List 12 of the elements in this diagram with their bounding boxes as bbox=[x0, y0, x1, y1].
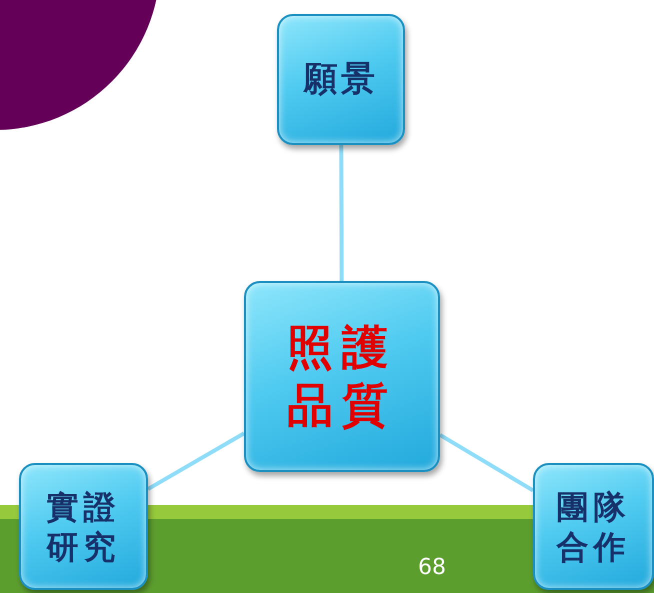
connector-line bbox=[438, 433, 534, 492]
rounded-box bbox=[19, 463, 148, 590]
page-number: 68 bbox=[418, 555, 446, 580]
node-label: 照護品質 bbox=[286, 319, 398, 434]
node-label: 團隊合作 bbox=[555, 486, 632, 566]
node-label: 願景 bbox=[302, 58, 380, 101]
connector-line bbox=[147, 432, 245, 491]
rounded-box bbox=[244, 281, 440, 472]
connector-line bbox=[339, 145, 344, 281]
rounded-box bbox=[277, 14, 405, 145]
node-label: 實證研究 bbox=[45, 486, 122, 566]
rounded-box bbox=[533, 463, 654, 590]
